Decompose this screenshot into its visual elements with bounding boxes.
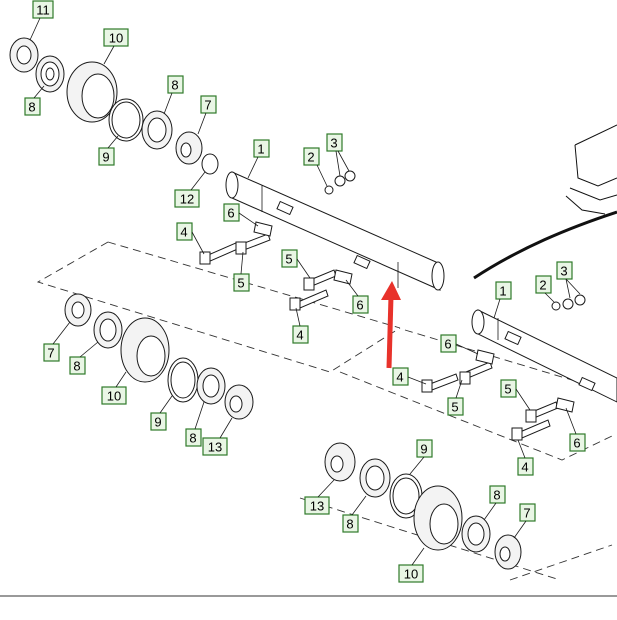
callout-2: 2 [303, 147, 320, 166]
svg-text:7: 7 [523, 506, 530, 521]
callout-9: 9 [98, 147, 115, 166]
callout-4: 4 [176, 222, 193, 241]
nut-part-3 [334, 175, 346, 187]
svg-text:2: 2 [307, 150, 314, 165]
svg-text:8: 8 [171, 78, 178, 93]
callout-10: 10 [398, 564, 424, 583]
callout-3: 3 [326, 133, 343, 152]
svg-text:9: 9 [420, 442, 427, 457]
callout-1: 1 [253, 139, 270, 158]
callout-4: 4 [392, 367, 409, 386]
callout-5: 5 [233, 273, 250, 292]
svg-text:3: 3 [330, 136, 337, 151]
callout-5: 5 [281, 249, 298, 268]
svg-text:13: 13 [208, 440, 222, 455]
svg-text:12: 12 [180, 192, 194, 207]
callout-10: 10 [101, 386, 127, 405]
svg-text:10: 10 [109, 31, 123, 46]
callout-10: 10 [103, 28, 129, 47]
svg-text:3: 3 [560, 264, 567, 279]
callout-8: 8 [185, 428, 202, 447]
callout-8: 8 [167, 75, 184, 94]
callout-5: 5 [447, 397, 464, 416]
callout-13: 13 [202, 437, 228, 456]
svg-text:4: 4 [396, 370, 403, 385]
washer-part-2 [324, 185, 334, 195]
callout-12: 12 [174, 189, 200, 208]
svg-text:8: 8 [28, 100, 35, 115]
svg-text:4: 4 [180, 225, 187, 240]
callout-6: 6 [223, 203, 240, 222]
plate-part-6 [253, 221, 273, 237]
svg-text:7: 7 [47, 346, 54, 361]
callout-2: 2 [535, 275, 552, 294]
callout-7: 7 [519, 503, 536, 522]
callout-7: 7 [43, 343, 60, 362]
bolt-part-4 [205, 241, 241, 263]
svg-text:13: 13 [310, 499, 324, 514]
callout-4: 4 [517, 457, 534, 476]
shaft-assembly-right [421, 294, 617, 441]
svg-text:8: 8 [73, 359, 80, 374]
svg-text:7: 7 [204, 98, 211, 113]
callout-9: 9 [150, 412, 167, 431]
callout-3: 3 [556, 261, 573, 280]
callout-9: 9 [416, 439, 433, 458]
svg-text:5: 5 [504, 382, 511, 397]
svg-text:4: 4 [521, 460, 528, 475]
bearing-group-bottom [324, 442, 522, 570]
callout-8: 8 [489, 485, 506, 504]
svg-text:5: 5 [237, 276, 244, 291]
svg-text:10: 10 [107, 389, 121, 404]
machine-frame [473, 124, 617, 280]
svg-text:6: 6 [356, 298, 363, 313]
svg-text:1: 1 [499, 284, 506, 299]
svg-text:5: 5 [285, 252, 292, 267]
callout-7: 7 [200, 95, 217, 114]
svg-text:11: 11 [36, 3, 50, 18]
svg-text:6: 6 [444, 337, 451, 352]
svg-text:10: 10 [404, 567, 418, 582]
callout-6: 6 [569, 433, 586, 452]
pointer-arrow [381, 281, 401, 369]
svg-text:8: 8 [189, 431, 196, 446]
svg-text:6: 6 [573, 436, 580, 451]
shaft-assembly-upper [199, 170, 445, 311]
svg-text:8: 8 [493, 488, 500, 503]
callout-8: 8 [69, 356, 86, 375]
svg-text:9: 9 [102, 150, 109, 165]
callout-13: 13 [304, 496, 330, 515]
callout-1: 1 [495, 281, 512, 300]
clip-part-12 [201, 153, 219, 175]
svg-text:5: 5 [451, 400, 458, 415]
callout-5: 5 [500, 379, 517, 398]
leader-lines [29, 17, 581, 566]
svg-text:2: 2 [539, 278, 546, 293]
svg-text:9: 9 [154, 415, 161, 430]
callout-11: 11 [32, 0, 54, 19]
svg-text:6: 6 [227, 206, 234, 221]
svg-text:8: 8 [346, 517, 353, 532]
callout-4: 4 [292, 325, 309, 344]
svg-text:4: 4 [296, 328, 303, 343]
callouts: 11 10 8 8 7 9 12 1 2 3 6 4 5 5 6 4 7 8 1… [24, 0, 586, 583]
callout-6: 6 [352, 295, 369, 314]
bearing-group-top [9, 37, 219, 175]
callout-8: 8 [24, 97, 41, 116]
callout-6: 6 [440, 334, 457, 353]
svg-text:1: 1 [257, 142, 264, 157]
bearing-group-left [64, 293, 254, 420]
callout-8: 8 [342, 514, 359, 533]
